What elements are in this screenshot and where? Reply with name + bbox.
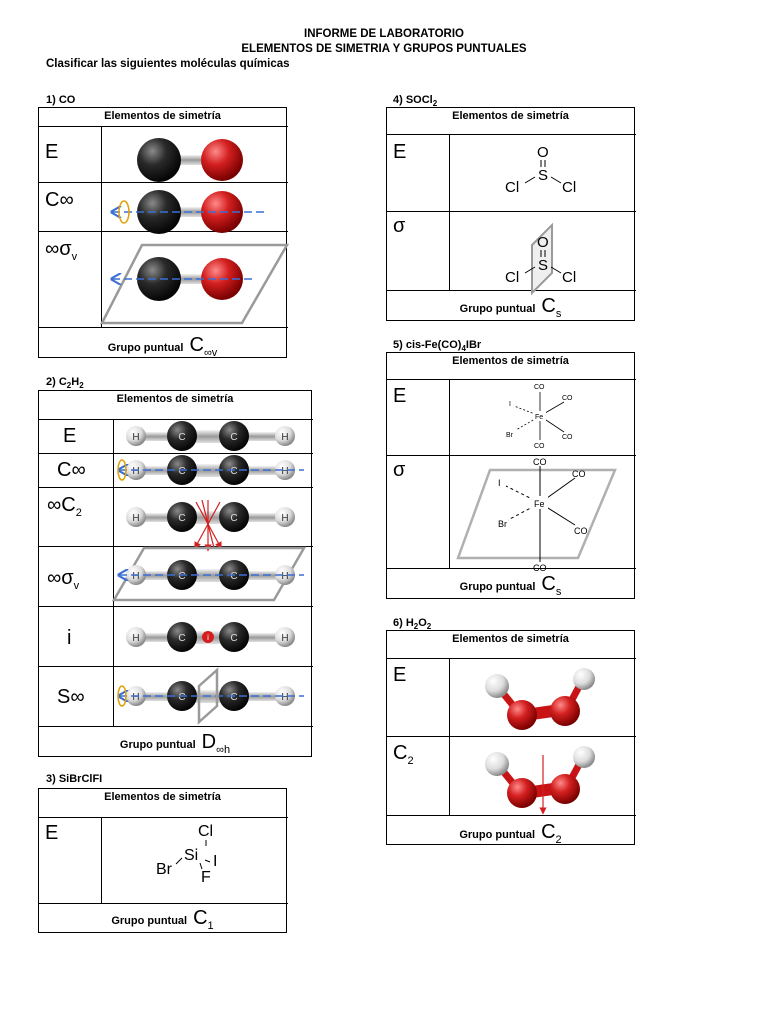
svg-text:CO: CO (574, 526, 588, 536)
table-header: Elementos de simetría (104, 791, 221, 803)
h2o2-molecules (450, 668, 636, 815)
table-header: Elementos de simetría (452, 633, 569, 645)
table-header: Elementos de simetría (452, 110, 569, 122)
element-label: E (45, 822, 59, 844)
svg-text:Cl: Cl (562, 179, 576, 196)
table-header: Elementos de simetría (116, 393, 234, 405)
element-label: ∞C2 (47, 494, 82, 519)
svg-text:Cl: Cl (198, 823, 213, 840)
svg-text:Br: Br (506, 432, 514, 439)
svg-text:CO: CO (533, 457, 547, 467)
element-label: S∞ (57, 686, 85, 708)
svg-text:CO: CO (562, 395, 573, 402)
table-co: Elementos de simetría E C∞ ∞σv (38, 107, 290, 359)
svg-text:Br: Br (156, 861, 173, 878)
section-title-h2o2: 6) H2O2 (393, 617, 432, 632)
co-molecule-axis (112, 190, 267, 234)
table-header: Elementos de simetría (452, 355, 569, 367)
instructions: Clasificar las siguientes moléculas quím… (46, 58, 290, 70)
svg-text:Cl: Cl (505, 179, 519, 196)
element-label: ∞σv (45, 238, 78, 263)
section-title-c2h2: 2) C2H2 (46, 376, 84, 391)
element-label: ∞σv (47, 567, 80, 592)
co-molecule (137, 138, 243, 182)
section-title-co: 1) CO (46, 94, 76, 106)
svg-text:I: I (498, 478, 501, 488)
svg-text:CO: CO (534, 384, 545, 391)
section-title-fe: 5) cis-Fe(CO)4IBr (393, 339, 482, 354)
svg-text:Br: Br (498, 519, 507, 529)
element-label: i (67, 627, 72, 649)
element-label: E (45, 141, 59, 163)
svg-text:Cl: Cl (505, 269, 519, 286)
table-socl2: Elementos de simetría E σ O S Cl Cl O S … (386, 107, 636, 321)
c2h2-molecules: H C C H i (111, 421, 307, 725)
svg-text:I: I (213, 853, 217, 870)
co-molecules (99, 138, 290, 325)
sibrclfi-structure: Cl Si Br I F (156, 823, 217, 886)
svg-text:H: H (132, 432, 139, 443)
svg-text:C: C (178, 432, 185, 443)
element-label: C∞ (45, 189, 74, 211)
fe-complex-structure: CO Fe CO CO CO I Br CO Fe CO CO CO I Br (456, 384, 617, 573)
svg-text:H: H (281, 432, 288, 443)
table-h2o2: Elementos de simetría E C2 Grupo puntual… (386, 630, 636, 846)
element-label: σ (393, 459, 406, 481)
element-label: C2 (393, 742, 414, 767)
section-title-sibrclfi: 3) SiBrClFI (46, 773, 103, 785)
table-c2h2: Elementos de simetría E C∞ ∞C2 ∞σv i S∞ … (38, 390, 313, 757)
element-label: E (393, 664, 407, 686)
svg-text:Fe: Fe (534, 499, 545, 509)
section-title-socl2: 4) SOCl2 (393, 94, 438, 109)
svg-text:I: I (509, 401, 511, 408)
element-label: C∞ (57, 459, 86, 481)
element-label: σ (393, 215, 406, 237)
report-subtitle: ELEMENTOS DE SIMETRIA Y GRUPOS PUNTUALES (241, 43, 527, 55)
report-title: INFORME DE LABORATORIO (304, 28, 464, 40)
svg-text:Fe: Fe (535, 414, 543, 421)
table-header: Elementos de simetría (104, 110, 221, 122)
element-label: E (393, 141, 407, 163)
svg-text:O: O (537, 234, 549, 251)
svg-text:F: F (201, 869, 211, 886)
svg-text:Cl: Cl (562, 269, 576, 286)
svg-text:S: S (538, 257, 548, 274)
rotation-arrow (118, 200, 130, 224)
co-molecule-plane (99, 243, 290, 325)
svg-text:CO: CO (533, 563, 547, 573)
socl2-structure: O S Cl Cl O S Cl Cl (505, 144, 576, 296)
table-sibrclfi: Elementos de simetría E Cl Si Br I F Gru… (38, 788, 288, 933)
inversion-center (202, 631, 214, 643)
svg-text:S: S (538, 167, 548, 184)
svg-text:CO: CO (534, 443, 545, 450)
svg-text:Si: Si (184, 847, 198, 864)
element-label: E (393, 385, 407, 407)
svg-text:CO: CO (572, 469, 586, 479)
svg-text:O: O (537, 144, 549, 161)
mirror-plane (99, 243, 290, 325)
element-label: E (63, 425, 77, 447)
table-fe: Elementos de simetría E σ CO Fe CO CO CO… (386, 352, 636, 599)
svg-text:CO: CO (562, 434, 573, 441)
svg-text:C: C (230, 432, 237, 443)
svg-text:i: i (207, 633, 209, 642)
